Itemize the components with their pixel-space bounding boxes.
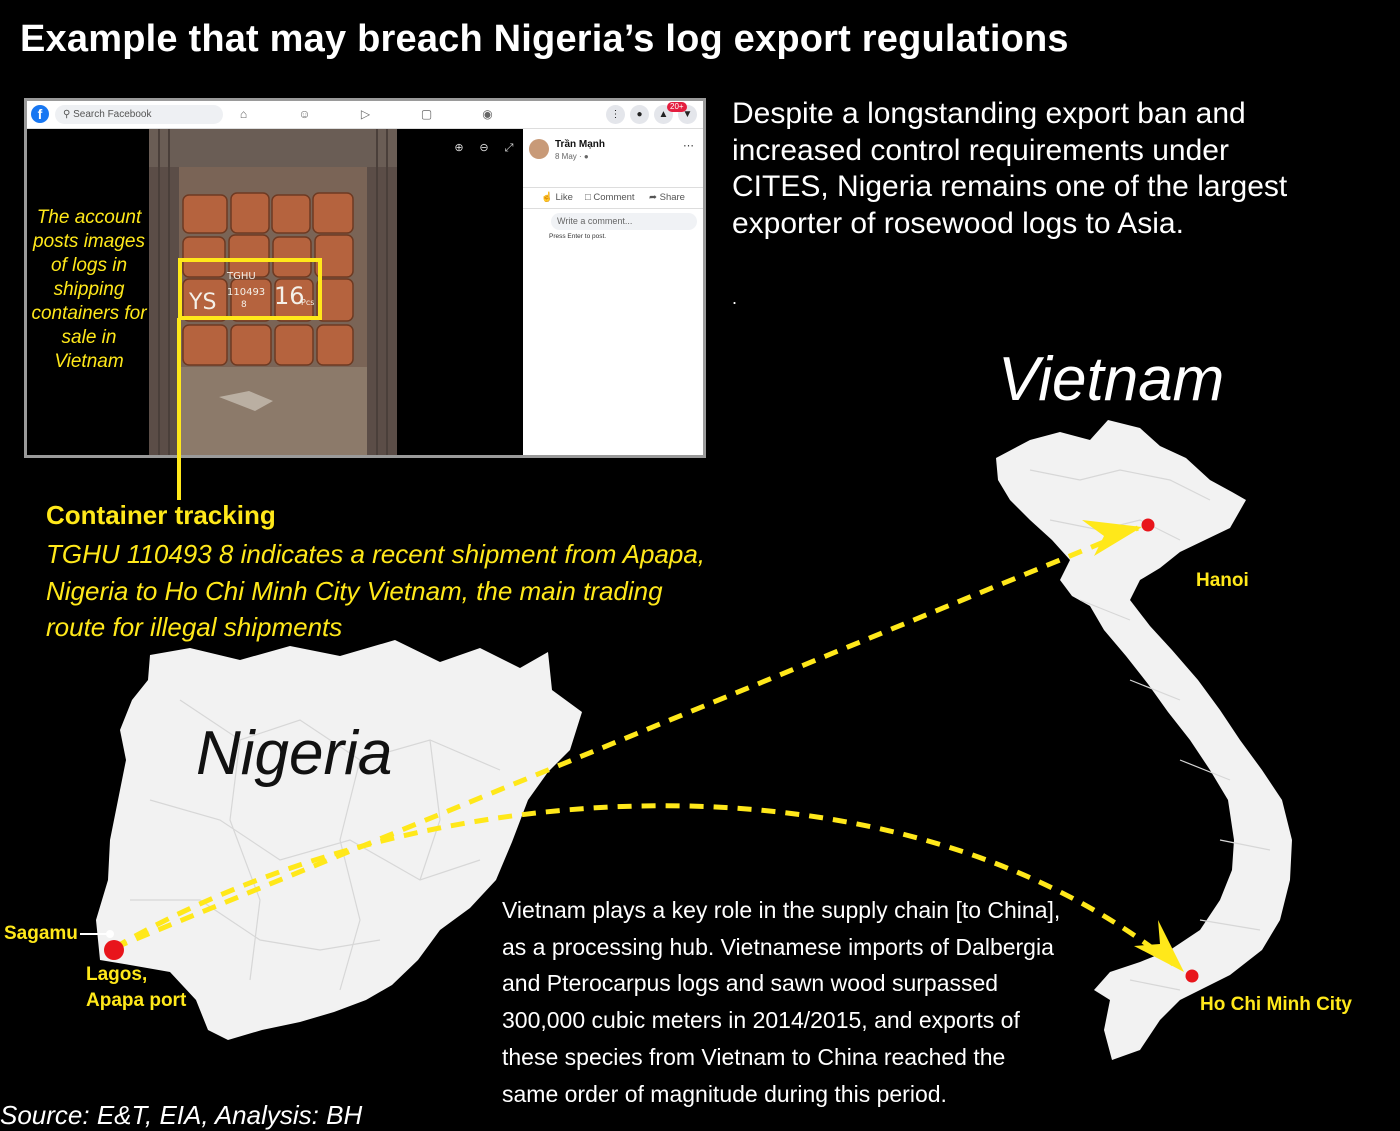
apapa-port-label: Apapa port [86,990,187,1011]
menu-grid-icon: ⋮ [606,105,625,124]
screenshot-caption: The account posts images of logs in ship… [31,207,147,372]
arrowhead-hcmc-icon [1134,920,1184,972]
watch-icon: ▷ [360,107,371,121]
sagamu-marker [106,930,114,938]
marking-prefix: TGHU [226,271,256,282]
comment-input: Write a comment... [551,213,697,230]
nigeria-shape [96,640,582,1040]
route-to-hcmc [112,803,1180,970]
nigeria-state-borders [130,699,501,991]
marketplace-icon: ▢ [420,107,433,121]
comment-action: □ Comment [585,192,635,203]
post-author: Trần Mạnh [555,139,606,150]
container-photo: YS TGHU 110493 8 16 Pcs [149,129,397,455]
marking-check-digit: 8 [241,300,247,310]
facebook-logo-icon: f [31,105,49,123]
friends-icon: ☺ [298,107,311,121]
intro-dot: . [732,288,738,308]
vietnam-role-text: Vietnam plays a key role in the supply c… [502,897,1061,1107]
hcmc-label: Ho Chi Minh City [1200,994,1352,1015]
hcmc-marker [1185,969,1199,983]
zoom-out-icon: ⊖ [479,142,489,154]
like-action: ☝ Like [541,192,573,203]
container-photo-drawing: YS TGHU 110493 8 16 Pcs [149,129,397,455]
fullscreen-icon: ⤢ [504,142,514,154]
post-actions: ☝ Like □ Comment ➦ Share [523,187,703,209]
share-label: Share [659,192,685,203]
share-action: ➦ Share [649,192,685,203]
hanoi-label: Hanoi [1196,570,1249,591]
shipping-routes [112,525,1180,970]
groups-icon: ◉ [482,107,493,121]
lagos-label: Lagos, [86,964,148,985]
search-placeholder: Search Facebook [73,109,152,120]
globe-icon: ● [583,152,589,161]
comment-icon: □ [585,192,591,203]
marking-ys: YS [188,290,216,315]
like-icon: ☝ [541,192,553,203]
marking-number: 110493 [227,287,265,298]
search-field: ⚲ Search Facebook [55,105,223,124]
sagamu-label: Sagamu [4,923,78,944]
vietnam-shape [996,420,1292,1060]
comment-hint: Press Enter to post. [549,233,607,240]
like-label: Like [555,192,573,203]
marking-unit: Pcs [301,298,314,307]
avatar [529,139,549,159]
share-icon: ➦ [649,192,657,203]
lagos-marker [104,940,124,960]
source-credit: Source: E&T, EIA, Analysis: BH [0,1100,363,1130]
nigeria-label: Nigeria [196,719,393,788]
page-title: Example that may breach Nigeria’s log ex… [20,18,1069,60]
marking-count: 16 [274,282,305,310]
messenger-icon: ● [630,105,649,124]
marking-highlight-box [178,258,322,320]
search-icon: ⚲ [63,109,71,120]
notification-badge: 20+ [667,102,687,112]
facebook-topbar: f ⚲ Search Facebook ⌂ ☺ ▷ ▢ ◉ ⋮ ● ▲ ▼ 20… [27,101,703,129]
comment-label: Comment [593,192,635,203]
post-date-text: 8 May · [555,152,584,161]
intro-text: Despite a longstanding export ban and in… [732,97,1288,240]
route-to-hanoi [113,525,1139,951]
hanoi-marker [1141,518,1155,532]
vietnam-label: Vietnam [998,345,1225,414]
post-date: 8 May · ● [555,152,589,161]
post-sidebar: Trần Mạnh 8 May · ● ⋯ ☝ Like □ Comment ➦… [523,129,703,455]
zoom-in-icon: ⊕ [454,142,464,154]
container-tracking-title: Container tracking [46,500,276,530]
facebook-screenshot: f ⚲ Search Facebook ⌂ ☺ ▷ ▢ ◉ ⋮ ● ▲ ▼ 20… [24,98,706,458]
arrowhead-hanoi-icon [1082,520,1142,556]
more-icon: ⋯ [683,140,694,152]
container-tracking-body: TGHU 110493 8 indicates a recent shipmen… [46,539,706,642]
home-icon: ⌂ [239,107,248,121]
